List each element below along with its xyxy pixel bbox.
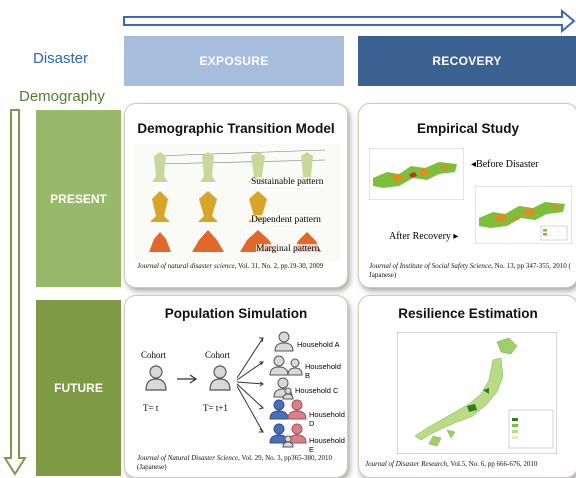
citation: Journal of Disaster Research, Vol.5, No.…	[365, 460, 538, 468]
card-title: Population Simulation	[164, 306, 308, 321]
demography-axis-label: Demography	[19, 88, 105, 105]
card-title: Resilience Estimation	[398, 306, 538, 321]
pattern-label-sustainable: Sustainable pattern	[251, 177, 324, 187]
japan-resilience-map	[397, 332, 557, 454]
resilience-estimation-card: Resilience Estimation Journal of Disaste…	[358, 295, 576, 478]
cohort-label-1: Cohort	[141, 350, 167, 360]
exposure-header: EXPOSURE	[124, 36, 344, 86]
arrow-right-icon: ▸	[453, 231, 459, 242]
before-disaster-map	[369, 148, 464, 200]
before-disaster-label: ◂Before Disaster	[471, 159, 539, 170]
future-row-label: FUTURE	[36, 300, 121, 476]
disaster-axis-arrow	[123, 8, 576, 34]
citation: Journal of Institute of Social Safety Sc…	[369, 262, 571, 280]
household-c-label: Household C	[295, 386, 339, 395]
household-b-icon	[269, 355, 303, 376]
household-e-icon	[269, 423, 307, 448]
cohort-label-2: Cohort	[205, 350, 231, 360]
time-label-t-plus-1: T= t+1	[203, 403, 228, 413]
household-d-icon	[269, 399, 307, 420]
citation: Journal of Natural Disaster Science, Vol…	[137, 454, 332, 472]
household-a-icon	[274, 331, 294, 352]
time-label-t: T= t	[143, 403, 159, 413]
demography-axis-arrow	[3, 109, 27, 476]
arrow-left-icon: ◂	[471, 159, 477, 170]
pattern-label-marginal: Marginal pattern	[256, 244, 320, 254]
recovery-header: RECOVERY	[358, 36, 576, 86]
citation: Journal of natural disaster science, Vol…	[137, 262, 324, 270]
household-e-label: Household E	[309, 436, 345, 454]
population-simulation-card: Population Simulation Cohort Cohort T= t…	[124, 295, 348, 478]
after-recovery-label: After Recovery ▸	[389, 231, 459, 242]
household-b-label: Household B	[305, 362, 341, 380]
household-a-label: Household A	[297, 340, 340, 349]
branch-arrows	[236, 337, 265, 433]
population-pyramids-figure	[135, 144, 340, 262]
household-c-icon	[273, 377, 294, 400]
disaster-axis-label: Disaster	[33, 50, 89, 67]
person-icon	[145, 365, 167, 391]
card-title: Empirical Study	[416, 121, 520, 136]
demographic-transition-card: Demographic Transition Model Sustainable…	[124, 103, 348, 288]
present-row-label: PRESENT	[36, 110, 121, 287]
person-icon	[209, 365, 231, 391]
household-d-label: Household D	[309, 410, 345, 428]
empirical-study-card: Empirical Study ◂Before Disaster After R…	[358, 103, 576, 288]
card-title: Demographic Transition Model	[137, 121, 335, 136]
after-recovery-map	[475, 186, 572, 244]
arrow-icon	[177, 374, 198, 384]
pattern-label-dependent: Dependent pattern	[251, 215, 321, 225]
